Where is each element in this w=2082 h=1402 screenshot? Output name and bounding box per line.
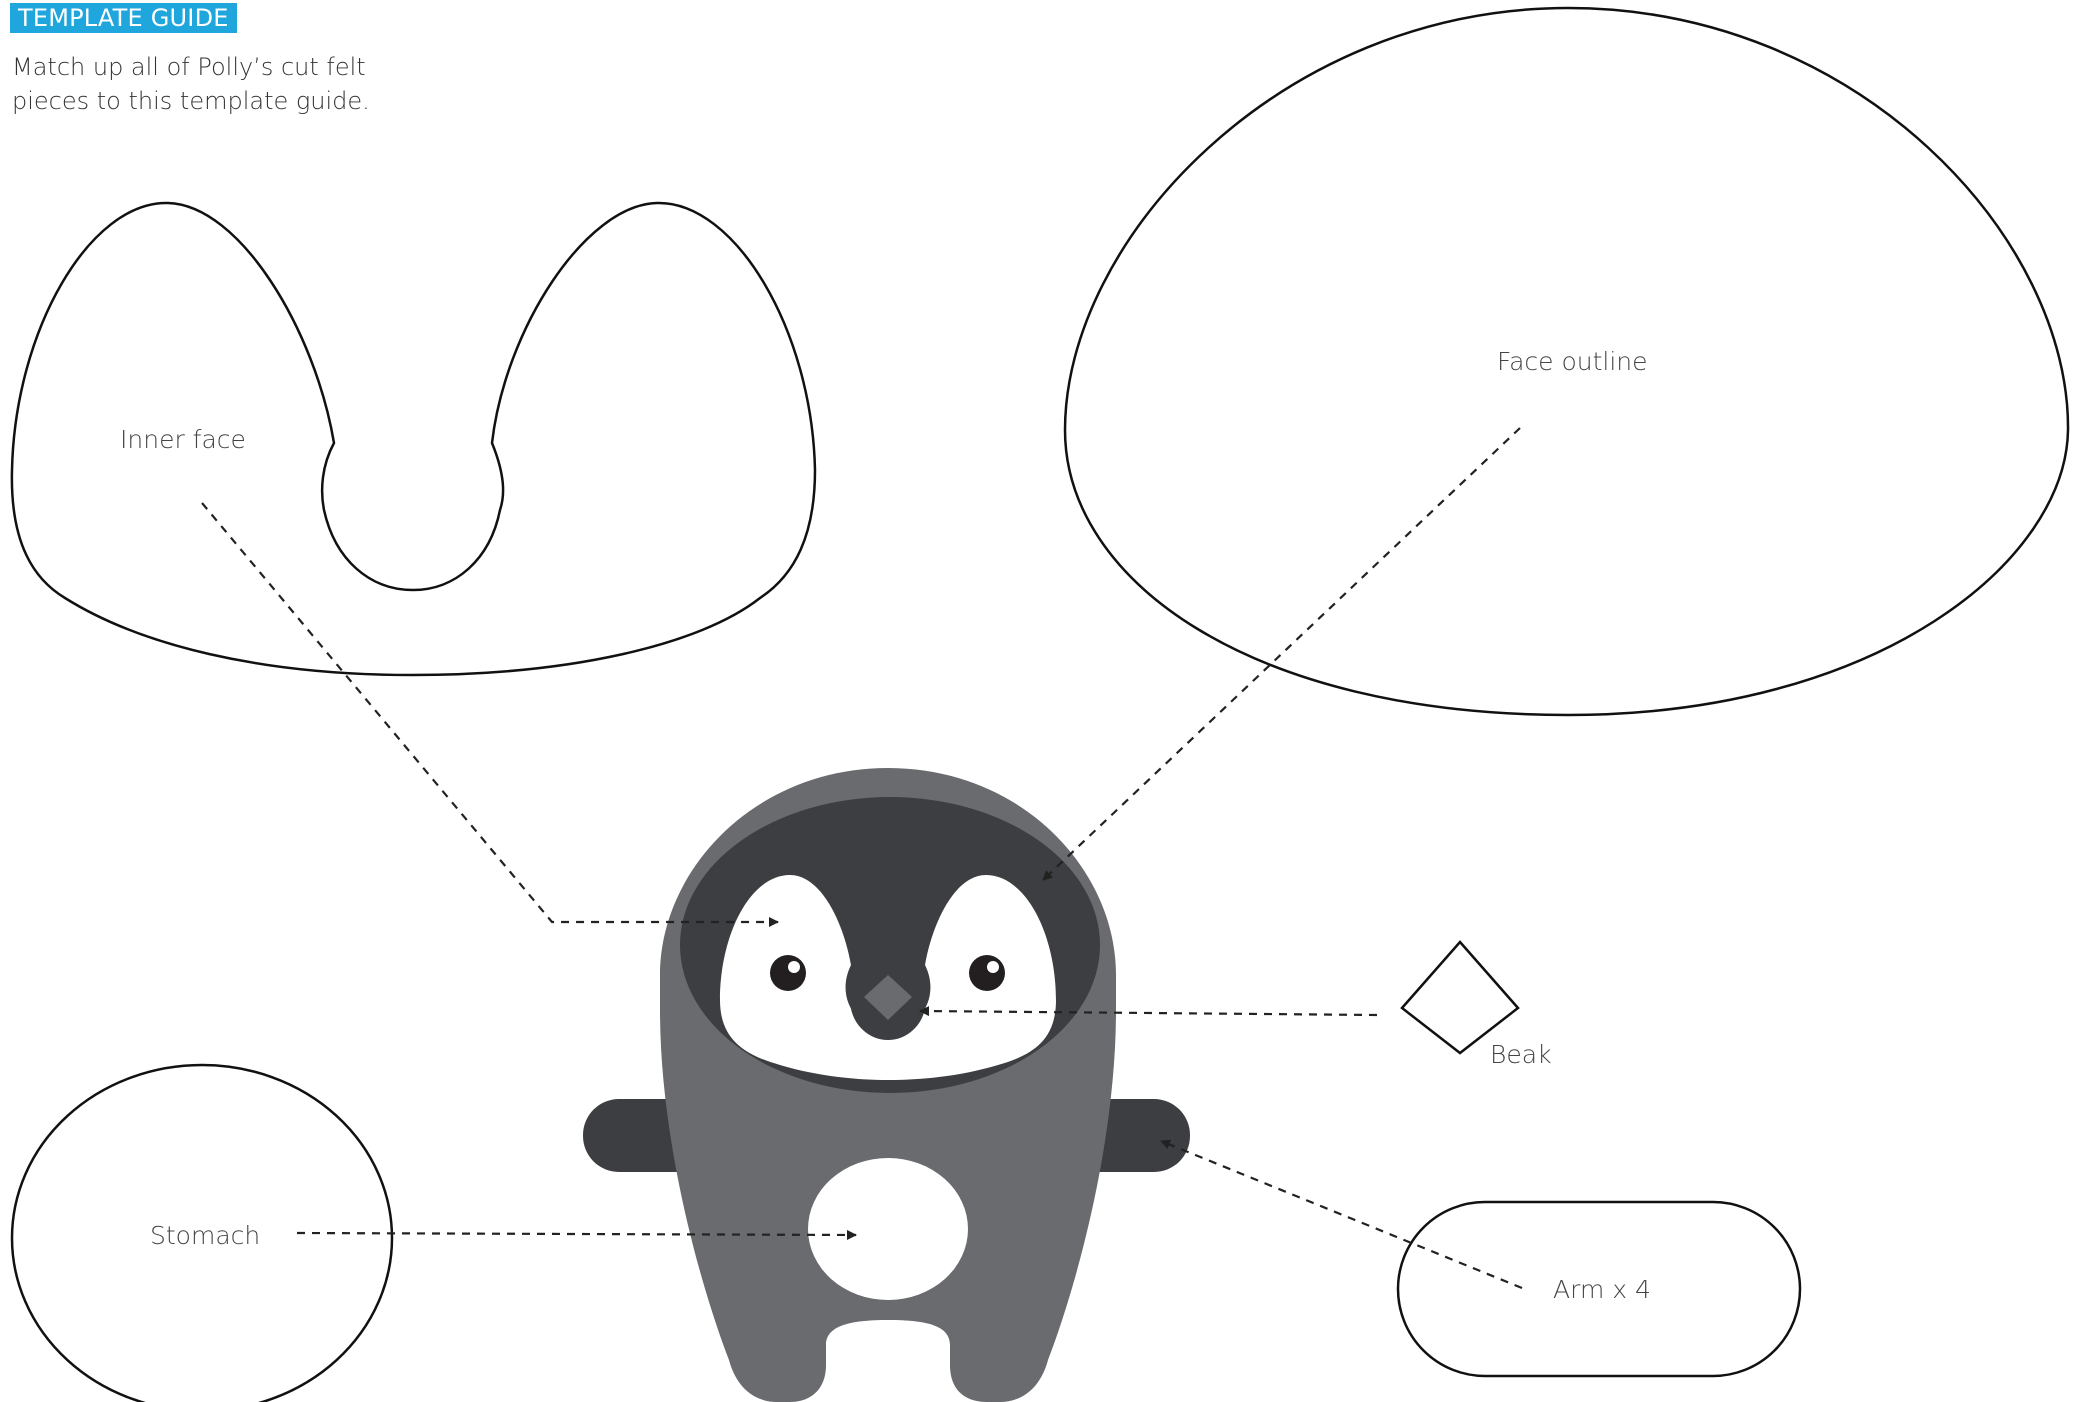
penguin-stomach [808,1158,968,1300]
face-outline-arrow [1043,428,1520,880]
penguin-left-eye [770,955,806,991]
beak-template [1402,942,1518,1053]
inner-face-label: Inner face [120,425,246,454]
stomach-label: Stomach [150,1221,260,1250]
arm-label: Arm x 4 [1553,1275,1651,1304]
penguin-illustration [583,768,1190,1402]
inner-face-arrow [202,503,778,922]
beak-label: Beak [1490,1040,1552,1069]
arm-arrow [1161,1141,1522,1288]
penguin-right-eye [969,955,1005,991]
face-outline-label: Face outline [1497,347,1648,376]
penguin-right-eye-highlight [987,961,999,973]
penguin-left-eye-highlight [788,961,800,973]
